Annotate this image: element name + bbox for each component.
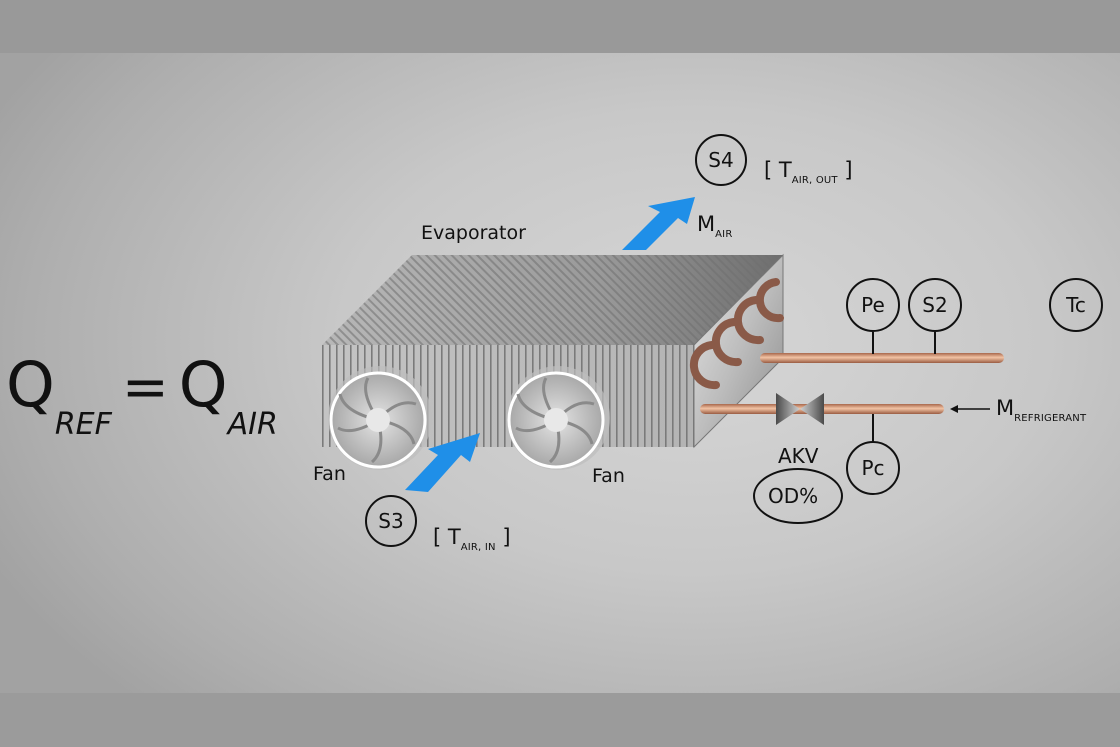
sensor-s3-label: S3 (378, 509, 404, 533)
bracket-close: ] (502, 525, 511, 549)
t-air-out-subscript: AIR, OUT (791, 175, 838, 186)
sensor-pc: Pc (846, 441, 900, 495)
refrigerant-inlet-arrow-icon (950, 405, 990, 413)
od-percent-ellipse (753, 468, 843, 524)
sensor-tc-label: Tc (1066, 293, 1086, 317)
t-air-out-label: [ TAIR, OUT ] (764, 160, 853, 186)
mass-air-label: MAIR (697, 214, 732, 240)
sensor-tc: Tc (1049, 278, 1103, 332)
t-symbol: T (778, 158, 792, 182)
sensor-s2: S2 (908, 278, 962, 332)
sensor-s4: S4 (695, 134, 747, 186)
m-symbol: M (697, 212, 716, 236)
sensor-s4-label: S4 (708, 148, 734, 172)
fan-right-label: Fan (592, 465, 625, 487)
fan-left-label: Fan (313, 463, 346, 485)
top-letterbox-band (0, 0, 1120, 53)
t-symbol: T (447, 525, 461, 549)
t-air-in-subscript: AIR, IN (460, 542, 496, 553)
coil-bends-icon (689, 278, 784, 390)
sensor-s3: S3 (365, 495, 417, 547)
sensor-pe: Pe (846, 278, 900, 332)
evaporator-label: Evaporator (421, 222, 526, 244)
q-ref-symbol: Q (6, 348, 55, 421)
akv-label: AKV (778, 444, 819, 468)
sensor-pe-label: Pe (861, 293, 885, 317)
q-ref-subscript: REF (54, 407, 112, 442)
equals-sign: = (121, 355, 169, 420)
bottom-letterbox-band (0, 693, 1120, 747)
sensor-s2-label: S2 (922, 293, 948, 317)
air-in-arrow-icon (405, 433, 480, 492)
bracket-open: [ (433, 525, 442, 549)
energy-balance-equation: QREF=QAIR (6, 348, 278, 442)
bracket-close: ] (844, 158, 853, 182)
suction-pipe (760, 353, 1004, 363)
q-air-subscript: AIR (227, 407, 278, 442)
od-percent-label: OD% (768, 484, 819, 508)
m-air-subscript: AIR (715, 229, 733, 240)
fan-left-icon (328, 366, 432, 470)
q-air-symbol: Q (178, 348, 228, 421)
akv-valve-icon (776, 393, 824, 425)
mass-refrigerant-label: MREFRIGERANT (996, 398, 1086, 424)
sensor-pc-label: Pc (861, 456, 885, 480)
evaporator-top-face (322, 255, 783, 345)
t-air-in-label: [ TAIR, IN ] (433, 527, 511, 553)
m-symbol: M (996, 396, 1015, 420)
air-out-arrow-icon (622, 197, 695, 250)
fan-right-icon (506, 366, 610, 470)
m-refrigerant-subscript: REFRIGERANT (1014, 413, 1087, 424)
bracket-open: [ (764, 158, 773, 182)
